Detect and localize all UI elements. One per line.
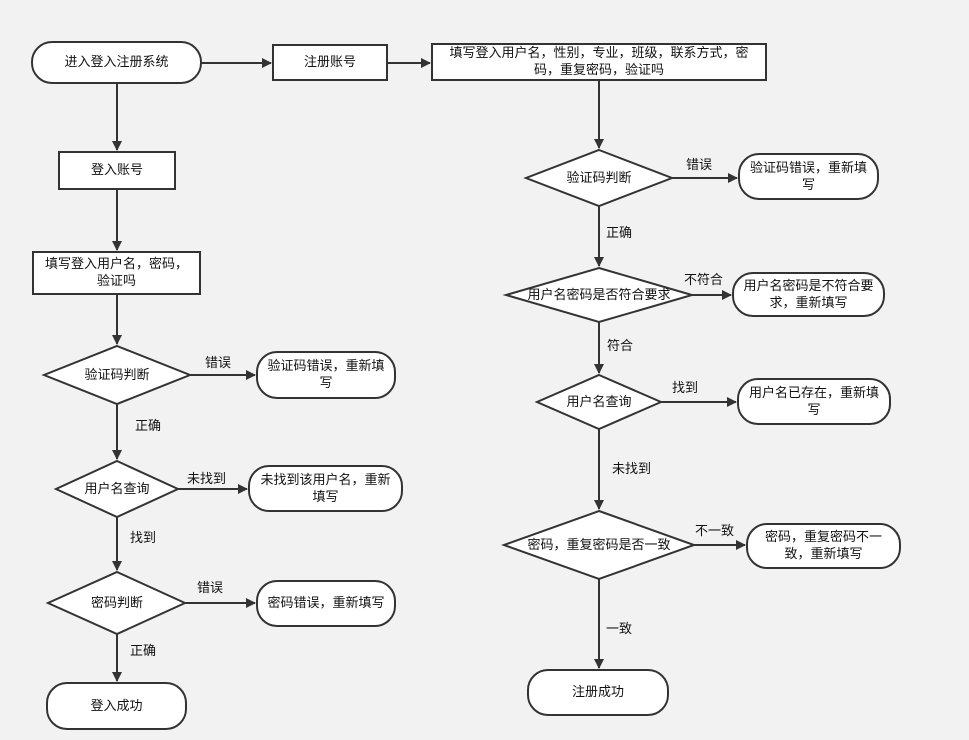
label-enter-system: 进入登入注册系统 — [64, 55, 169, 70]
node-login-user-not-found — [248, 465, 403, 512]
label-reg-fill: 填写登入用户名，性别，专业，班级，联系方式，密码，重复密码，验证吗 — [449, 46, 749, 78]
node-login-password-error — [256, 580, 396, 627]
edge-label-login-captcha-right: 正确 — [135, 419, 162, 434]
node-reg-format-error — [732, 272, 885, 317]
label-login-captcha-error: 验证码错误，重新填写 — [267, 359, 385, 391]
node-reg-success — [527, 669, 669, 716]
label-login-captcha-check: 验证码判断 — [84, 367, 150, 383]
edge-label-reg-mismatch: 不一致 — [695, 524, 735, 539]
label-login-user-not-found: 未找到该用户名，重新填写 — [260, 472, 391, 505]
label-reg-repeat-error: 密码，重复密码不一致，重新填写 — [764, 530, 882, 562]
label-login-fill: 填写登入用户名，密码，验证吗 — [44, 257, 188, 289]
edge-label-reg-match: 一致 — [606, 622, 633, 637]
edge-label-login-pw-right: 正确 — [130, 644, 157, 659]
node-reg-captcha-error — [738, 153, 879, 200]
label-reg-user-lookup: 用户名查询 — [566, 394, 632, 410]
label-login-password-check: 密码判断 — [90, 595, 143, 611]
edge-label-reg-found: 找到 — [672, 381, 699, 396]
label-login-user-lookup: 用户名查询 — [84, 481, 150, 497]
label-reg-captcha-error: 验证码错误，重新填写 — [749, 160, 867, 193]
label-reg-format-error: 用户名密码是不符合要求，重新填写 — [743, 278, 874, 311]
node-reg-user-exists — [737, 378, 891, 425]
label-reg-success: 注册成功 — [571, 685, 624, 700]
edge-label-login-not-found: 未找到 — [187, 472, 227, 487]
label-reg-user-exists: 用户名已存在，重新填写 — [748, 385, 879, 418]
node-login-success — [46, 682, 187, 730]
edge-label-reg-nonconform: 不符合 — [684, 273, 724, 288]
label-login-password-error: 密码错误，重新填写 — [267, 596, 385, 611]
edge-label-login-found: 找到 — [130, 531, 157, 546]
label-login-success: 登入成功 — [90, 698, 143, 714]
label-register-account: 注册账号 — [303, 55, 356, 70]
edge-label-reg-captcha-wrong: 错误 — [686, 158, 713, 173]
node-reg-fill — [431, 43, 767, 81]
edge-label-reg-captcha-right: 正确 — [606, 226, 633, 241]
edge-label-login-pw-wrong: 错误 — [197, 581, 224, 596]
node-login-fill — [32, 251, 201, 295]
node-login-account — [58, 151, 176, 190]
edge-label-login-captcha-wrong: 错误 — [205, 356, 232, 371]
label-reg-captcha-check: 验证码判断 — [566, 170, 632, 186]
label-reg-repeat-check: 密码，重复密码是否一致 — [527, 537, 671, 553]
node-register-account — [272, 44, 388, 81]
edge-label-reg-conform: 符合 — [607, 339, 634, 354]
node-login-captcha-error — [256, 351, 396, 399]
label-login-account: 登入账号 — [90, 163, 143, 178]
node-reg-repeat-error — [746, 523, 901, 569]
edge-label-reg-not-found: 未找到 — [612, 462, 652, 477]
label-reg-format-check: 用户名密码是否符合要求 — [527, 287, 671, 303]
